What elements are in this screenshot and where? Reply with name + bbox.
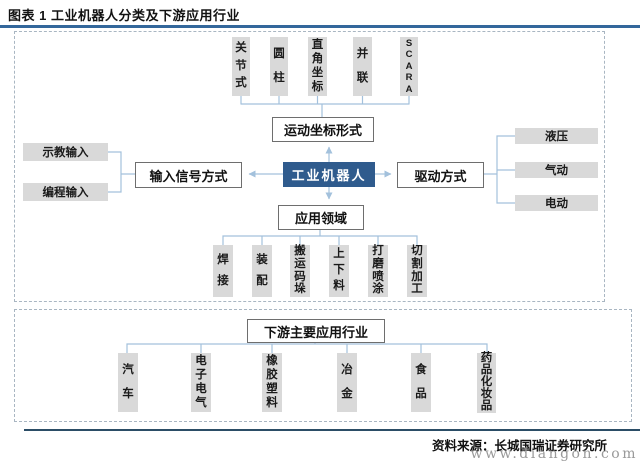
app-welding: 焊接 [213,245,233,297]
app-cutting-machining: 切割加工 [407,245,427,297]
industry-food: 食品 [411,353,431,412]
app-loading-unloading: 上下料 [329,245,349,297]
classification-panel [14,31,605,302]
app-handling-palletizing: 搬运码垛 [290,245,310,297]
node-downstream-industries: 下游主要应用行业 [247,319,385,343]
figure-title: 图表 1 工业机器人分类及下游应用行业 [8,8,240,23]
input-type-program: 编程输入 [23,183,108,201]
coord-type-cylindrical: 圆柱 [270,37,288,96]
drive-type-electric: 电动 [515,195,598,211]
app-polishing-spraying: 打磨喷涂 [368,245,388,297]
downstream-panel [14,309,632,422]
title-divider-rule [0,25,640,28]
industry-pharma-cosmetics: 药品化妆品 [477,353,496,413]
coord-type-cartesian: 直角坐标 [308,37,327,96]
industry-electronics: 电子电气 [191,353,211,412]
footer-divider-rule [24,429,640,431]
source-attribution: 资料来源：长城国瑞证券研究所 [431,439,607,453]
drive-type-hydraulic: 液压 [515,128,598,144]
node-input-signal-mode: 输入信号方式 [135,162,242,188]
input-type-teach: 示教输入 [23,143,108,161]
node-application-field: 应用领域 [278,205,364,230]
coord-type-articulated: 关节式 [232,37,250,96]
node-drive-mode: 驱动方式 [397,162,484,188]
node-industrial-robot: 工业机器人 [283,162,375,187]
industry-rubber-plastics: 橡胶塑料 [262,353,282,412]
drive-type-pneumatic: 气动 [515,162,598,178]
site-watermark: www.diangon.com [470,446,638,462]
industry-automotive: 汽车 [118,353,138,412]
industry-metallurgy: 冶金 [337,353,357,412]
app-assembly: 装配 [252,245,272,297]
coord-type-parallel: 并联 [353,37,372,96]
node-motion-coordinate-form: 运动坐标形式 [272,117,374,142]
